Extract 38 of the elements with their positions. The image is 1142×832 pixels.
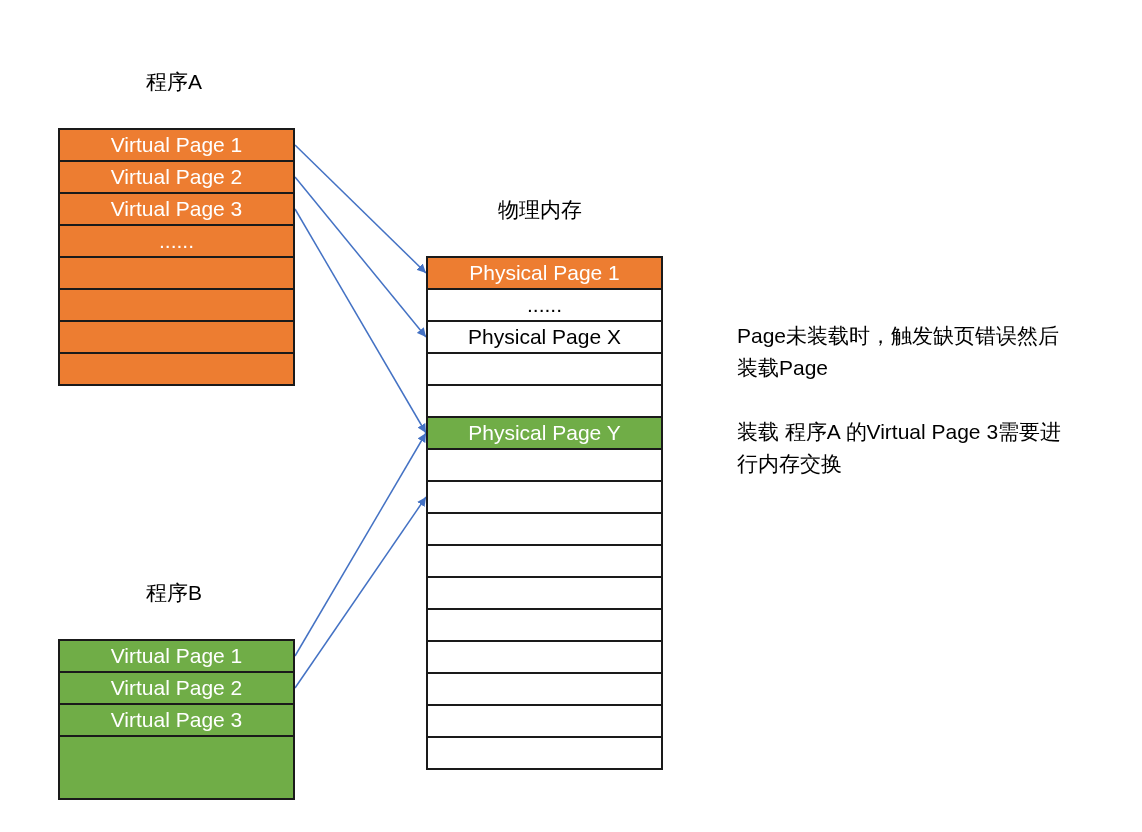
page-row: ...... — [58, 224, 295, 258]
page-row: Virtual Page 3 — [58, 703, 295, 737]
page-row: ...... — [426, 288, 663, 322]
empty-page-row — [58, 735, 295, 800]
empty-page-row — [58, 320, 295, 354]
note-text: Page未装载时，触发缺页错误然后装载Page — [737, 323, 1061, 381]
arrow — [294, 432, 427, 657]
empty-page-row — [426, 576, 663, 610]
page-row: Virtual Page 1 — [58, 639, 295, 673]
empty-page-row — [426, 512, 663, 546]
empty-page-row — [426, 640, 663, 674]
page-row: Virtual Page 2 — [58, 671, 295, 705]
page-row: Virtual Page 3 — [58, 192, 295, 226]
page-row: Virtual Page 1 — [58, 128, 295, 162]
empty-page-row — [426, 704, 663, 738]
empty-page-row — [58, 256, 295, 290]
arrow — [294, 176, 427, 338]
page-row: Physical Page 1 — [426, 256, 663, 290]
page-row: Physical Page Y — [426, 416, 663, 450]
empty-page-row — [426, 384, 663, 418]
empty-page-row — [426, 480, 663, 514]
empty-page-row — [426, 448, 663, 482]
page-row: Physical Page X — [426, 320, 663, 354]
empty-page-row — [58, 288, 295, 322]
program-heading: 程序B — [146, 580, 202, 606]
arrow — [294, 496, 427, 689]
program-heading: 程序A — [146, 69, 202, 95]
empty-page-row — [426, 608, 663, 642]
page-row: Virtual Page 2 — [58, 160, 295, 194]
memory-heading: 物理内存 — [498, 197, 582, 223]
empty-page-row — [426, 736, 663, 770]
arrow — [294, 208, 427, 434]
note-text: 装载 程序A 的Virtual Page 3需要进行内存交换 — [737, 419, 1063, 477]
arrow — [294, 144, 427, 274]
empty-page-row — [58, 352, 295, 386]
empty-page-row — [426, 352, 663, 386]
empty-page-row — [426, 544, 663, 578]
empty-page-row — [426, 672, 663, 706]
